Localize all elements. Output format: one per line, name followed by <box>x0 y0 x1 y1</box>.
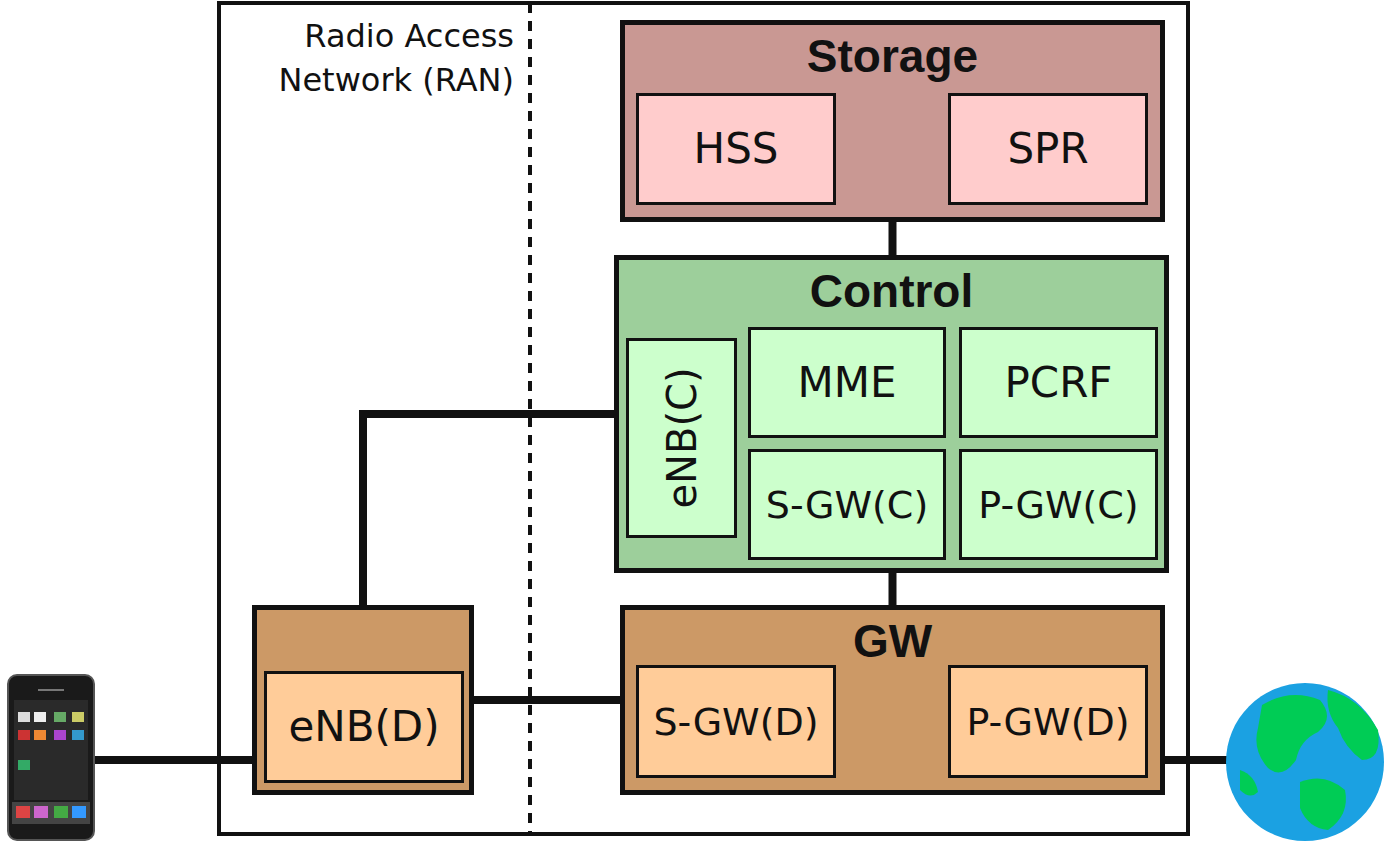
globe-icon <box>1226 683 1384 841</box>
ran-boundary <box>528 3 532 834</box>
box-label: SPR <box>1007 124 1088 174</box>
connector-line <box>889 222 897 255</box>
box-label: MME <box>797 358 896 408</box>
internet-link <box>1165 756 1228 764</box>
phone-icon <box>8 675 94 840</box>
core-network-frame <box>219 3 1188 834</box>
spr-box: SPR <box>948 93 1148 205</box>
connector-line <box>363 414 614 605</box>
sgw-data-box: S-GW(D) <box>636 665 836 778</box>
box-label: P-GW(C) <box>978 480 1138 530</box>
hss-box: HSS <box>636 93 836 205</box>
box-label: HSS <box>694 124 779 174</box>
connector-line <box>889 573 897 605</box>
control-group: eNB(C) MME PCRF S-GW(C) P-GW(C) Control <box>614 255 1169 573</box>
enb-data-box: eNB(D) <box>252 605 474 795</box>
box-title: GW <box>625 614 1160 668</box>
mme-box: MME <box>748 327 946 438</box>
pgw-control-box: P-GW(C) <box>959 449 1158 560</box>
storage-group: HSS SPR Storage <box>620 20 1165 222</box>
box-label: PCRF <box>1005 358 1113 408</box>
box-label: P-GW(D) <box>966 697 1129 747</box>
connector-line <box>474 696 620 704</box>
region-label: Radio Access Network (RAN) <box>214 14 514 102</box>
radio-link <box>92 756 254 764</box>
box-title: eNB(D) <box>264 671 464 783</box>
enb-control-box: eNB(C) <box>626 338 737 538</box>
sgw-control-box: S-GW(C) <box>748 449 946 560</box>
pcrf-box: PCRF <box>959 327 1158 438</box>
gateway-group: S-GW(D) P-GW(D) GW <box>620 605 1165 795</box>
box-title: Storage <box>625 29 1160 83</box>
box-label: S-GW(C) <box>766 480 928 530</box>
pgw-data-box: P-GW(D) <box>948 665 1148 778</box>
box-label: eNB(C) <box>657 367 707 508</box>
box-title: Control <box>619 264 1164 318</box>
box-label: S-GW(D) <box>653 697 818 747</box>
